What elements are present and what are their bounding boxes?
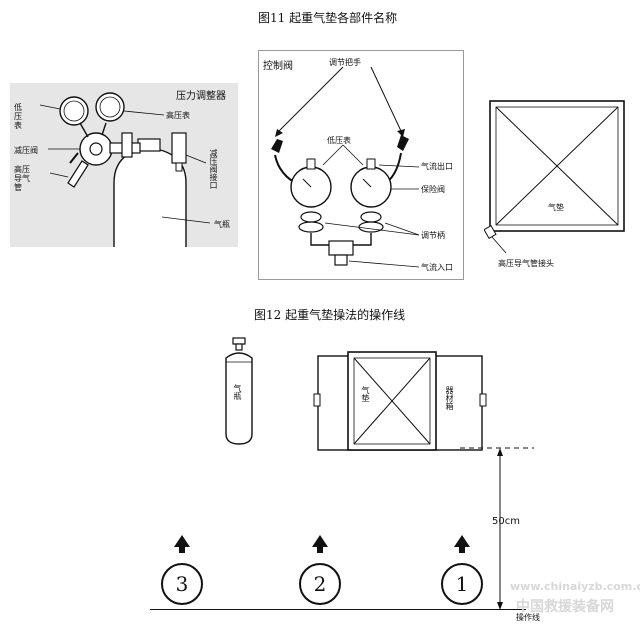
label-fig12-cushion: 气垫 [361, 386, 370, 402]
label-air-outlet: 气流出口 [421, 162, 453, 171]
control-valve-illustration [271, 66, 420, 268]
label-safety-valve: 保险阀 [421, 185, 445, 194]
regulator-panel: 压力调整器 低压表 高压表 减压阀 高压导气管 减压阀接口 气瓶 [10, 83, 238, 247]
regulator-illustration [39, 92, 211, 247]
label-fig12-cylinder: 气瓶 [233, 384, 242, 400]
label-high-pressure-hose: 高压导气管 [14, 165, 30, 192]
label-operation-line: 操作线 [516, 613, 540, 622]
position-1-arrow [454, 535, 470, 553]
watermark-url: www.chinaiyzb.com.cn [510, 580, 640, 593]
position-3-marker: 3 [161, 563, 203, 605]
fig12-gas-cylinder [225, 337, 253, 445]
operation-line [150, 609, 526, 610]
label-control-low-gauge: 低压表 [327, 136, 351, 145]
label-high-pressure-gauge: 高压表 [166, 111, 190, 120]
label-gas-cylinder: 气瓶 [214, 220, 230, 229]
label-pressure-reducing-valve: 减压阀 [14, 146, 38, 155]
label-adjust-knob: 调节柄 [421, 231, 445, 240]
control-valve-heading: 控制阀 [263, 61, 293, 72]
label-equipment-box: 器材箱 [445, 386, 454, 410]
label-cushion-fig11: 气垫 [548, 203, 564, 212]
label-low-pressure-gauge: 低压表 [14, 103, 22, 130]
control-valve-panel: 控制阀 调节把手 低压表 气流出口 保险阀 调节柄 气流入口 [258, 50, 464, 280]
watermark-site: 中国救援装备网 [516, 599, 614, 615]
air-cushion-illustration [484, 100, 625, 254]
label-air-inlet: 气流入口 [421, 263, 453, 272]
label-distance: 50cm [492, 516, 520, 527]
fig11-title: 图11 起重气垫各部件名称 [258, 11, 398, 25]
fig12-cushion-and-box [313, 351, 487, 451]
label-valve-connector: 减压阀接口 [209, 149, 218, 189]
position-2-arrow [312, 535, 328, 553]
position-2-marker: 2 [299, 563, 341, 605]
label-adjust-handle: 调节把手 [329, 58, 361, 67]
distance-dimension [460, 447, 534, 610]
cylinder-neck [137, 138, 161, 152]
position-3-arrow [174, 535, 190, 553]
position-1-marker: 1 [441, 563, 483, 605]
regulator-heading: 压力调整器 [176, 91, 226, 102]
fig12-title: 图12 起重气垫操法的操作线 [254, 308, 406, 322]
label-hose-connector: 高压导气管接头 [498, 259, 554, 268]
gas-cylinder-body [113, 148, 187, 247]
